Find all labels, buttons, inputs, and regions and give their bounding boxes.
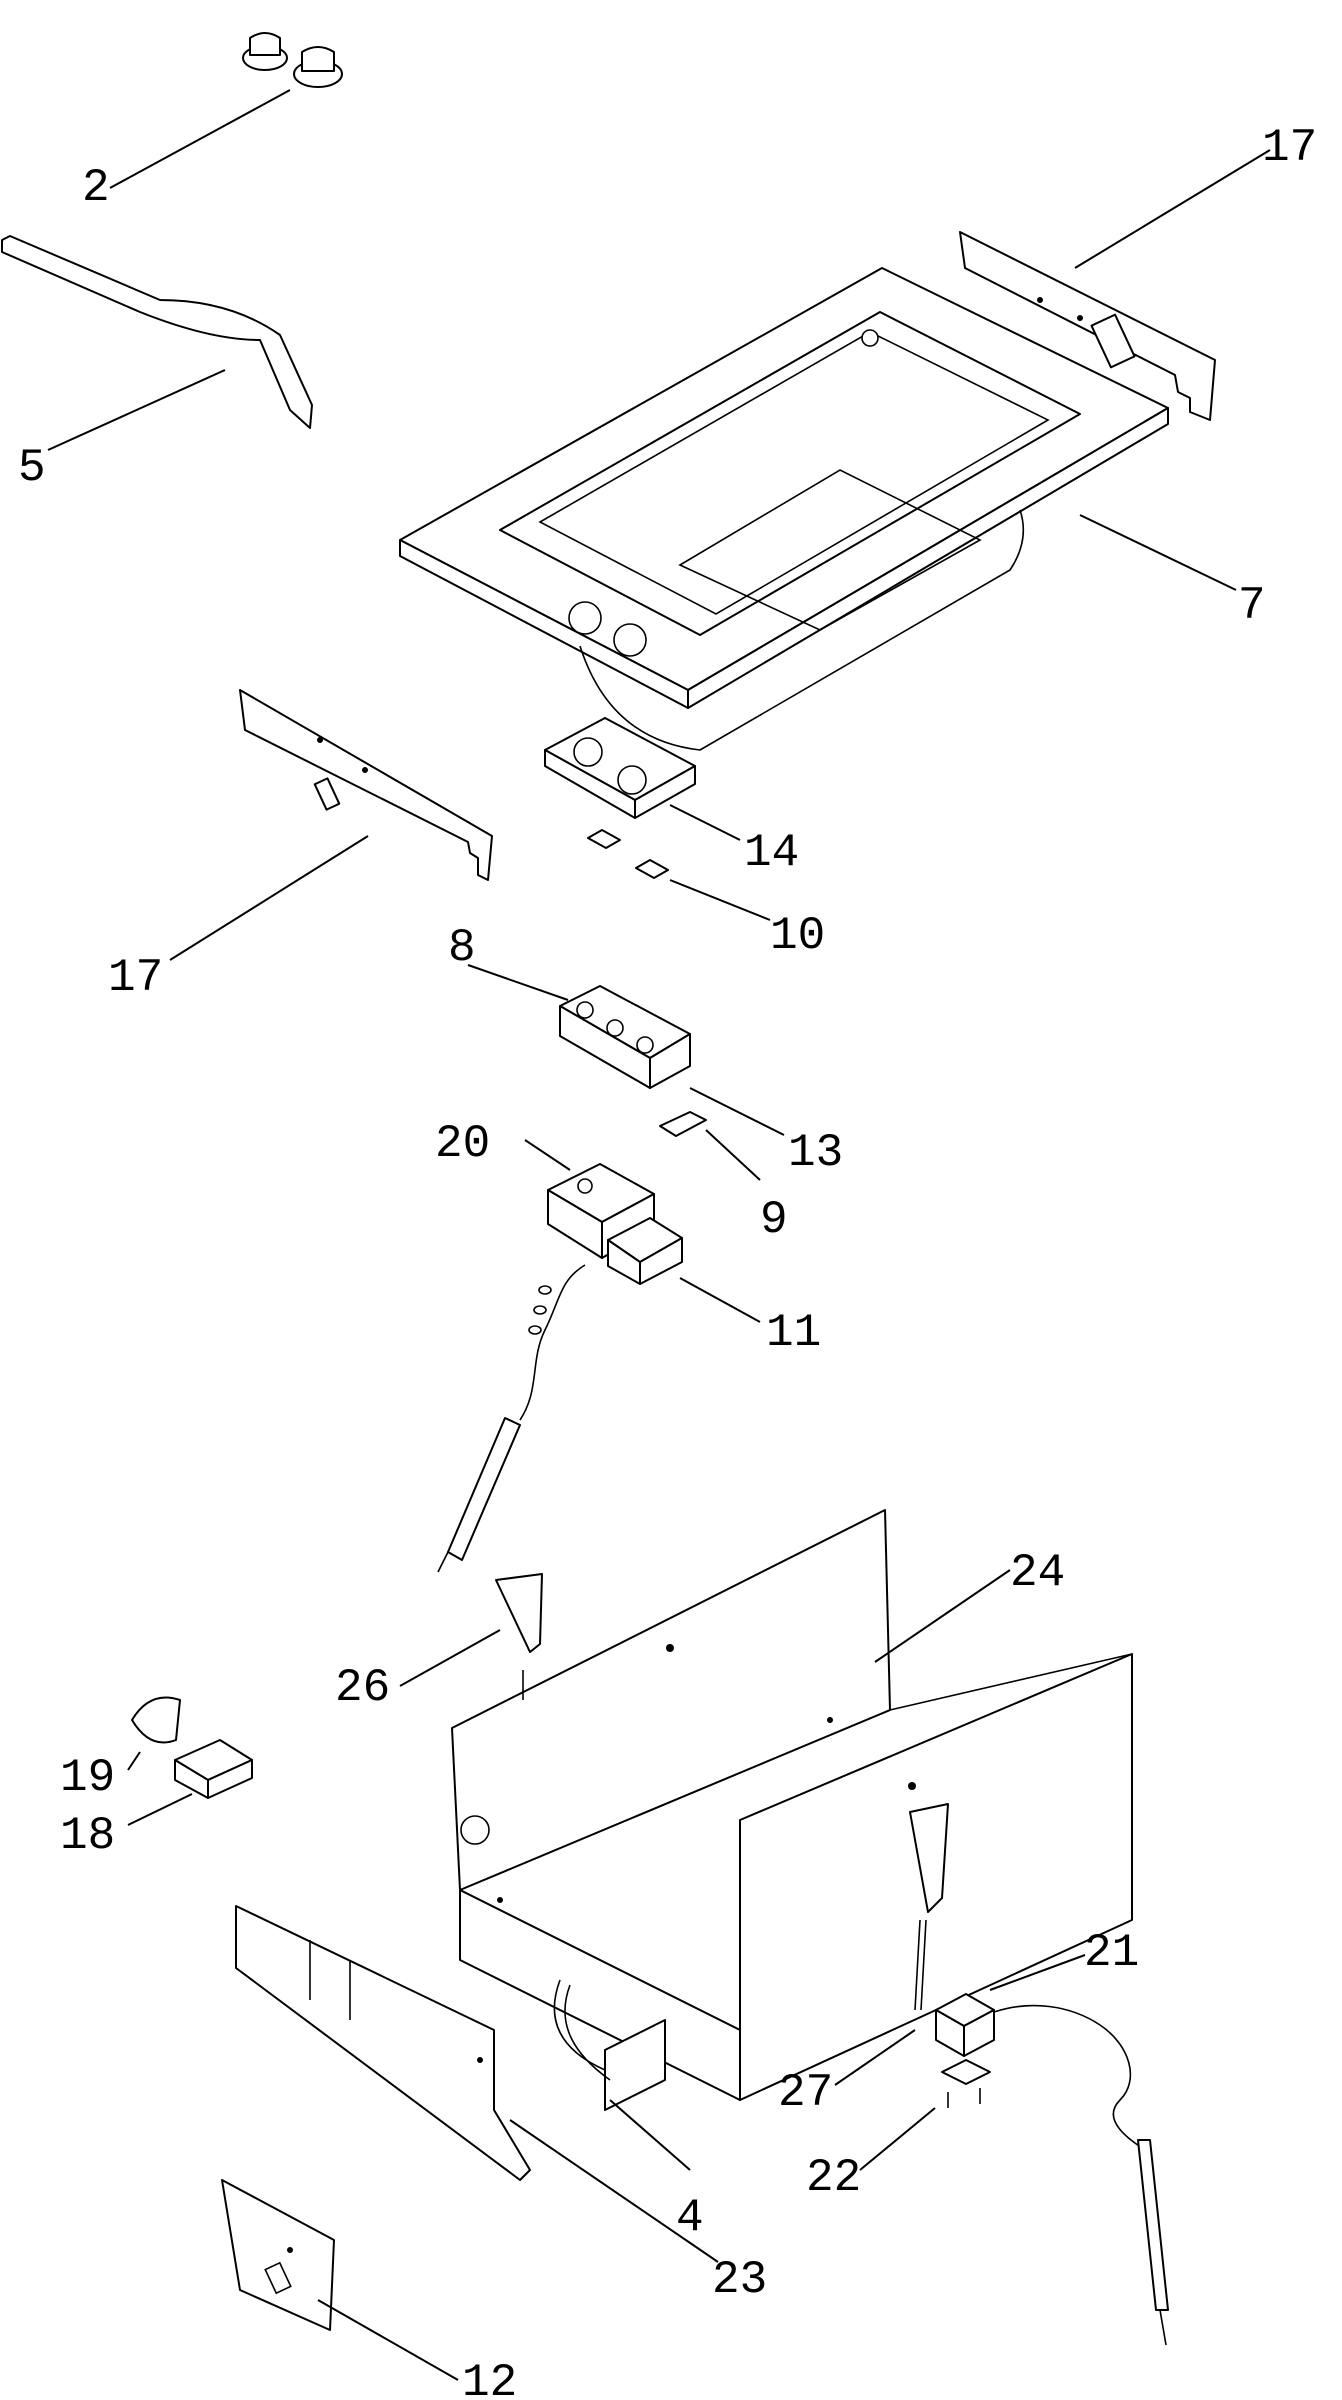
part-9-clip — [659, 1111, 707, 1137]
leader-line-5 — [47, 369, 226, 451]
part-2-knobs — [242, 32, 343, 88]
callout-10: 10 — [770, 910, 825, 962]
leader-line-18 — [127, 1793, 193, 1826]
callout-27: 27 — [778, 2067, 833, 2119]
leader-line-12 — [317, 2299, 459, 2381]
part-18-terminal-strip — [174, 1739, 253, 1799]
callout-22: 22 — [806, 2152, 861, 2204]
callout-26: 26 — [335, 1662, 390, 1714]
callout-14: 14 — [744, 827, 799, 879]
callout-11: 11 — [766, 1307, 821, 1359]
part-5-strip — [1, 235, 313, 429]
leader-line-9 — [705, 1129, 761, 1181]
part-26-bracket — [495, 1573, 543, 1700]
part-4-connector-plate — [553, 1979, 666, 2111]
callout-21: 21 — [1084, 1927, 1139, 1979]
part-7-tub — [399, 267, 1169, 751]
leader-line-27 — [834, 2029, 916, 2086]
part-17-bracket-left — [239, 689, 493, 881]
part-13-terminal-block — [559, 985, 691, 1089]
leader-line-14 — [669, 804, 741, 841]
leader-line-11 — [679, 1277, 761, 1323]
callout-24: 24 — [1010, 1547, 1065, 1599]
part-14-switch-module — [544, 717, 696, 819]
part-22-plate — [941, 2059, 991, 2108]
leader-line-26 — [399, 1629, 501, 1687]
callout-20: 20 — [435, 1118, 490, 1170]
leader-line-17-top — [1074, 149, 1271, 269]
callout-13: 13 — [788, 1127, 843, 1179]
part-21-motor-probe — [935, 1993, 1169, 2346]
part-17-bracket-right — [959, 231, 1216, 421]
part-10-clips — [587, 829, 669, 879]
leader-line-22 — [859, 2107, 936, 2171]
leader-line-2 — [109, 89, 291, 189]
callout-19: 19 — [60, 1752, 115, 1804]
callout-7: 7 — [1238, 580, 1266, 632]
leader-line-21 — [989, 1954, 1086, 1991]
leader-line-13 — [689, 1087, 785, 1136]
callout-9: 9 — [760, 1194, 788, 1246]
callout-17-left: 17 — [108, 952, 163, 1004]
part-11-switch-probe — [437, 1217, 683, 1573]
callout-18: 18 — [60, 1810, 115, 1862]
part-27-rod — [909, 1803, 949, 2011]
part-23-shield — [235, 1905, 531, 2181]
leader-line-23 — [509, 2119, 719, 2263]
leader-line-7 — [1079, 514, 1237, 591]
callout-17-top: 17 — [1262, 122, 1317, 174]
leader-line-20 — [524, 1139, 571, 1171]
leader-line-4 — [609, 2099, 691, 2171]
leader-line-19 — [127, 1751, 141, 1771]
leader-line-24 — [874, 1569, 1011, 1663]
leader-line-8 — [467, 964, 569, 1001]
callout-23: 23 — [712, 2254, 767, 2306]
callout-2: 2 — [82, 162, 110, 214]
part-19-fitting — [131, 1696, 181, 1744]
leader-line-10 — [669, 879, 771, 921]
leader-line-17-left — [169, 835, 369, 961]
callout-12: 12 — [462, 2357, 517, 2400]
part-12-bracket — [221, 2179, 335, 2331]
callout-8: 8 — [448, 922, 476, 974]
callout-5: 5 — [18, 442, 46, 494]
